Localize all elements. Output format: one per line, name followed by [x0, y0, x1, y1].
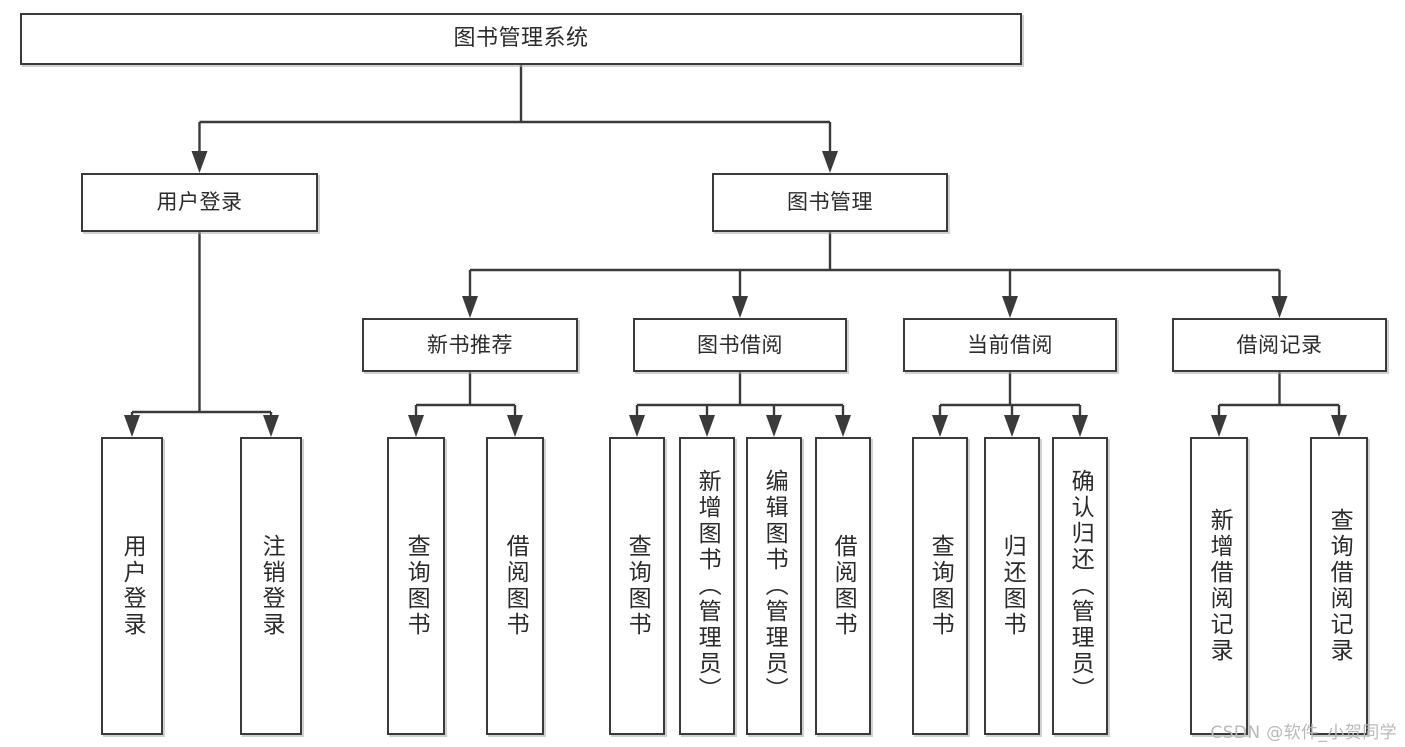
- arrow-root-book-mgmt: [822, 151, 838, 173]
- node-leaf-br-add[interactable]: 新增借阅记录: [1190, 437, 1248, 735]
- arrow-user-login-leaf-user-login: [124, 415, 140, 437]
- arrow-borrow-record-leaf-br-query: [1331, 415, 1347, 437]
- node-leaf-cb-query[interactable]: 查询图书: [912, 437, 968, 735]
- node-label: 图书借阅: [697, 332, 783, 357]
- node-label: 图书管理: [787, 190, 873, 215]
- node-leaf-user-login[interactable]: 用户登录: [101, 437, 163, 735]
- node-label: 确认归还（管理员）: [1067, 469, 1094, 703]
- arrow-new-book-rec-leaf-rec-borrow: [507, 415, 523, 437]
- node-new-book-rec[interactable]: 新书推荐: [362, 318, 578, 372]
- arrow-current-borrow-leaf-cb-return: [1004, 415, 1020, 437]
- arrow-current-borrow-leaf-cb-confirm: [1072, 415, 1088, 437]
- node-label: 注销登录: [258, 534, 285, 638]
- arrow-book-borrow-leaf-bb-add: [699, 415, 715, 437]
- node-label: 图书管理系统: [453, 26, 589, 52]
- watermark: CSDN @软件_小贺同学: [1210, 723, 1397, 743]
- arrow-book-borrow-leaf-bb-query: [629, 415, 645, 437]
- node-leaf-bb-edit[interactable]: 编辑图书（管理员）: [746, 437, 802, 735]
- node-leaf-rec-borrow[interactable]: 借阅图书: [486, 437, 544, 735]
- node-label: 新增借阅记录: [1206, 508, 1233, 664]
- node-leaf-bb-borrow[interactable]: 借阅图书: [815, 437, 871, 735]
- node-borrow-record[interactable]: 借阅记录: [1172, 318, 1387, 372]
- node-leaf-br-query[interactable]: 查询借阅记录: [1310, 437, 1368, 735]
- node-book-borrow[interactable]: 图书借阅: [633, 318, 847, 372]
- arrow-root-user-login: [191, 151, 208, 173]
- node-label: 新书推荐: [427, 332, 513, 357]
- arrow-book-borrow-leaf-bb-edit: [766, 415, 782, 437]
- arrow-user-login-leaf-user-logout: [263, 415, 279, 437]
- node-label: 查询图书: [403, 534, 430, 638]
- node-book-mgmt[interactable]: 图书管理: [712, 173, 948, 232]
- node-leaf-cb-return[interactable]: 归还图书: [984, 437, 1040, 735]
- node-label: 查询图书: [927, 534, 954, 638]
- node-leaf-cb-confirm[interactable]: 确认归还（管理员）: [1052, 437, 1108, 735]
- node-root[interactable]: 图书管理系统: [20, 13, 1022, 65]
- arrow-book-mgmt-new-book-rec: [462, 296, 478, 318]
- arrow-book-mgmt-borrow-record: [1271, 296, 1288, 318]
- node-user-login[interactable]: 用户登录: [81, 173, 318, 232]
- node-label: 查询图书: [624, 534, 651, 638]
- node-label: 借阅图书: [830, 534, 857, 638]
- node-leaf-rec-query[interactable]: 查询图书: [387, 437, 445, 735]
- node-leaf-user-logout[interactable]: 注销登录: [240, 437, 302, 735]
- arrow-new-book-rec-leaf-rec-query: [408, 415, 424, 437]
- arrow-borrow-record-leaf-br-add: [1211, 415, 1227, 437]
- node-label: 新增图书（管理员）: [694, 469, 721, 703]
- node-label: 用户登录: [156, 190, 243, 215]
- node-current-borrow[interactable]: 当前借阅: [903, 318, 1117, 372]
- node-label: 用户登录: [119, 534, 146, 638]
- node-leaf-bb-add[interactable]: 新增图书（管理员）: [679, 437, 735, 735]
- node-label: 查询借阅记录: [1326, 508, 1353, 664]
- node-leaf-bb-query[interactable]: 查询图书: [609, 437, 665, 735]
- node-label: 借阅记录: [1236, 332, 1323, 357]
- node-label: 归还图书: [999, 534, 1026, 638]
- node-label: 编辑图书（管理员）: [761, 469, 788, 703]
- node-label: 当前借阅: [967, 332, 1053, 357]
- arrow-book-mgmt-current-borrow: [1002, 296, 1018, 318]
- arrow-book-mgmt-book-borrow: [732, 296, 748, 318]
- arrow-current-borrow-leaf-cb-query: [932, 415, 948, 437]
- node-label: 借阅图书: [502, 534, 529, 638]
- arrow-book-borrow-leaf-bb-borrow: [835, 415, 851, 437]
